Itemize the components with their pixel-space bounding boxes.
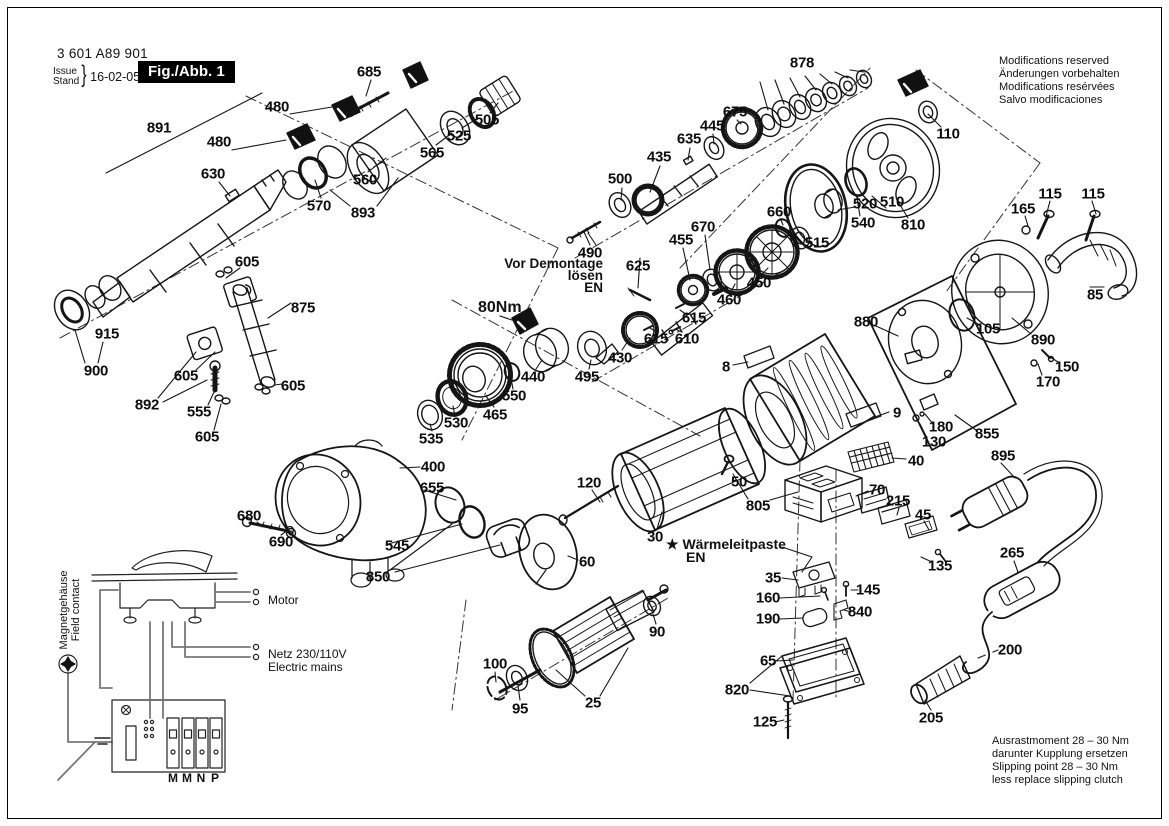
intermediate-gear-set bbox=[416, 218, 810, 431]
thermal-paste-note: ★ Wärmeleitpaste EN bbox=[666, 536, 786, 565]
notice-line: Salvo modificaciones bbox=[999, 94, 1103, 106]
thermal-paste-line2: EN bbox=[686, 549, 706, 565]
long-screw-120 bbox=[558, 484, 620, 526]
wiring-schematic bbox=[57, 550, 260, 781]
field-contact-label: Magnetgehäuse Field contact bbox=[58, 571, 82, 650]
thermal-paste-text: Wärmeleitpaste bbox=[682, 536, 786, 552]
spindle-assembly bbox=[53, 61, 521, 331]
clutch-housing bbox=[742, 333, 895, 473]
notice-line: Ausrastmoment 28 – 30 Nm bbox=[992, 735, 1129, 747]
slipping-clutch-notice: Ausrastmoment 28 – 30 Nm darunter Kupplu… bbox=[992, 735, 1129, 787]
power-cord-set bbox=[910, 460, 1103, 705]
notice-line: Modifications resérvées bbox=[999, 81, 1115, 93]
mounting-plate-assembly bbox=[867, 275, 1017, 451]
pre-disassembly-line2: EN bbox=[584, 280, 603, 295]
armature-assembly bbox=[486, 513, 669, 701]
issue-stand-words: Issue Stand bbox=[53, 65, 80, 87]
field-stator bbox=[611, 407, 767, 533]
washer-stack-878 bbox=[754, 69, 873, 138]
switch-module-group bbox=[779, 465, 947, 740]
issue-brace: } bbox=[81, 61, 87, 88]
gear-train-upper bbox=[566, 69, 873, 244]
leader-lines bbox=[74, 69, 1105, 723]
modifications-notice: Modifications reserved Änderungen vorbeh… bbox=[999, 55, 1119, 107]
star-icon: ★ bbox=[666, 536, 679, 552]
field-contact-icon bbox=[58, 654, 78, 674]
pre-disassembly-note: Vor Demontage lösen EN bbox=[471, 256, 603, 295]
motor-wire-label: Motor bbox=[268, 593, 299, 607]
gear-cover-and-handle bbox=[948, 209, 1138, 367]
magnet-housing-parts bbox=[186, 266, 277, 405]
construction-lines bbox=[59, 67, 1041, 711]
stand-word: Stand bbox=[53, 75, 80, 87]
figure-label: Fig./Abb. 1 bbox=[138, 61, 235, 83]
notice-line: Modifications reserved bbox=[999, 55, 1110, 67]
notice-line: Slipping point 28 – 30 Nm bbox=[992, 761, 1118, 773]
issue-word: Issue bbox=[53, 65, 77, 77]
mains-wire-label: Netz 230/110V Electric mains bbox=[268, 648, 347, 674]
catalog-number: 3 601 A89 901 bbox=[57, 46, 148, 61]
gear-housing bbox=[241, 439, 531, 588]
torque-note: 80Nm bbox=[478, 299, 522, 316]
thermal-paste-line1: ★ Wärmeleitpaste bbox=[666, 536, 786, 552]
mains-line1: Netz 230/110V bbox=[268, 647, 347, 661]
issue-date: 16-02-05 bbox=[90, 69, 141, 84]
issue-stand-block: Issue Stand } 16-02-05 bbox=[53, 61, 141, 89]
mains-line2: Electric mains bbox=[268, 660, 343, 674]
notice-line: darunter Kupplung ersetzen bbox=[992, 748, 1128, 760]
clutch-assembly bbox=[783, 69, 941, 253]
pre-disassembly-line1: Vor Demontage lösen bbox=[504, 256, 603, 283]
notice-line: less replace slipping clutch bbox=[992, 774, 1123, 786]
notice-line: Änderungen vorbehalten bbox=[999, 68, 1120, 80]
field-contact-de: Magnetgehäuse bbox=[58, 570, 70, 650]
field-contact-en: Field contact bbox=[70, 578, 82, 642]
